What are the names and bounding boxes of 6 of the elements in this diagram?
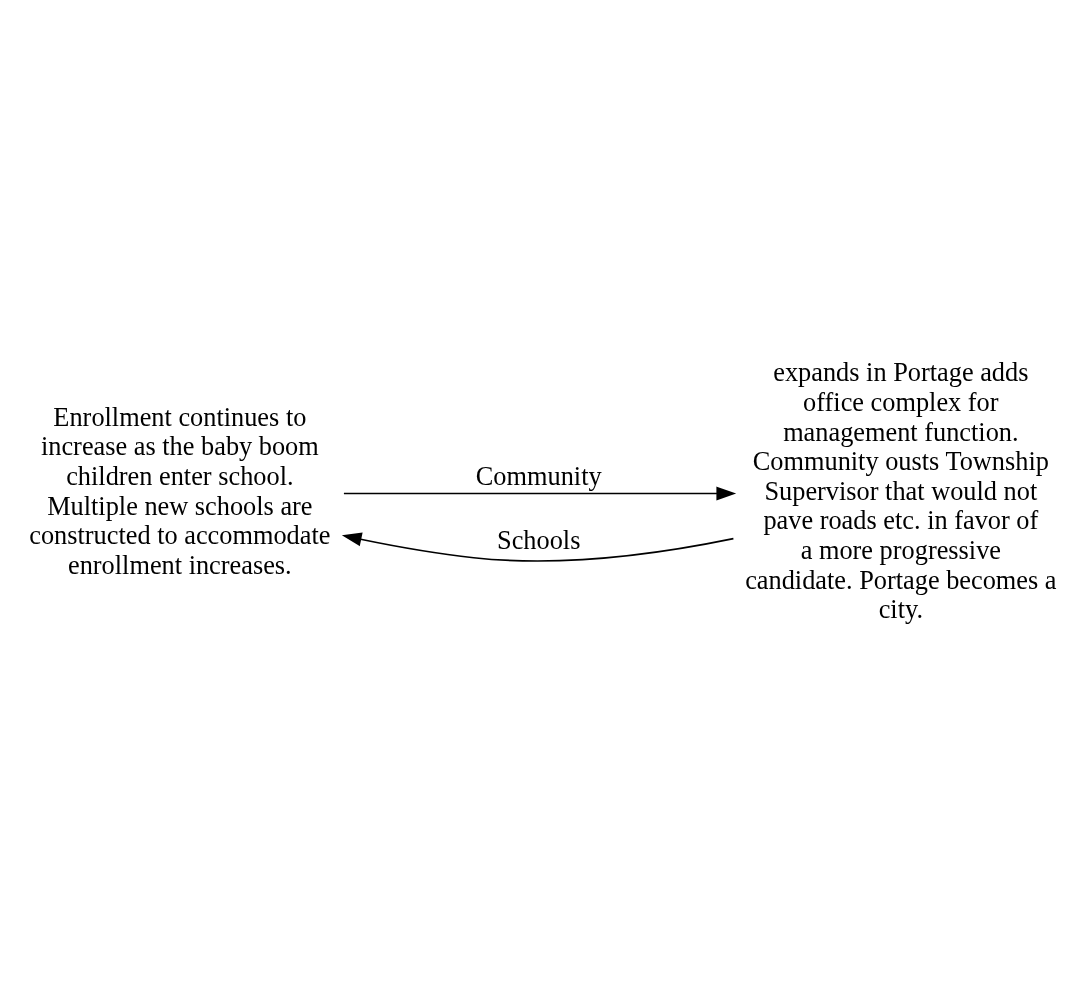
node-text: expands in Portage adds office complex for management function. Community ousts Township Supervisor that would not pave roads etc. in favor of a more progressive candidate. Portage becomes a city. <box>745 358 1057 625</box>
arrow <box>343 486 737 501</box>
arrow <box>341 532 735 562</box>
node-text: Enrollment continues to increase as the baby boom children enter school. Multiple new schools are constructed to accommodate enrollment increases. <box>29 402 331 580</box>
edge-label: Schools <box>497 526 581 556</box>
edge-label: Community <box>475 461 602 491</box>
